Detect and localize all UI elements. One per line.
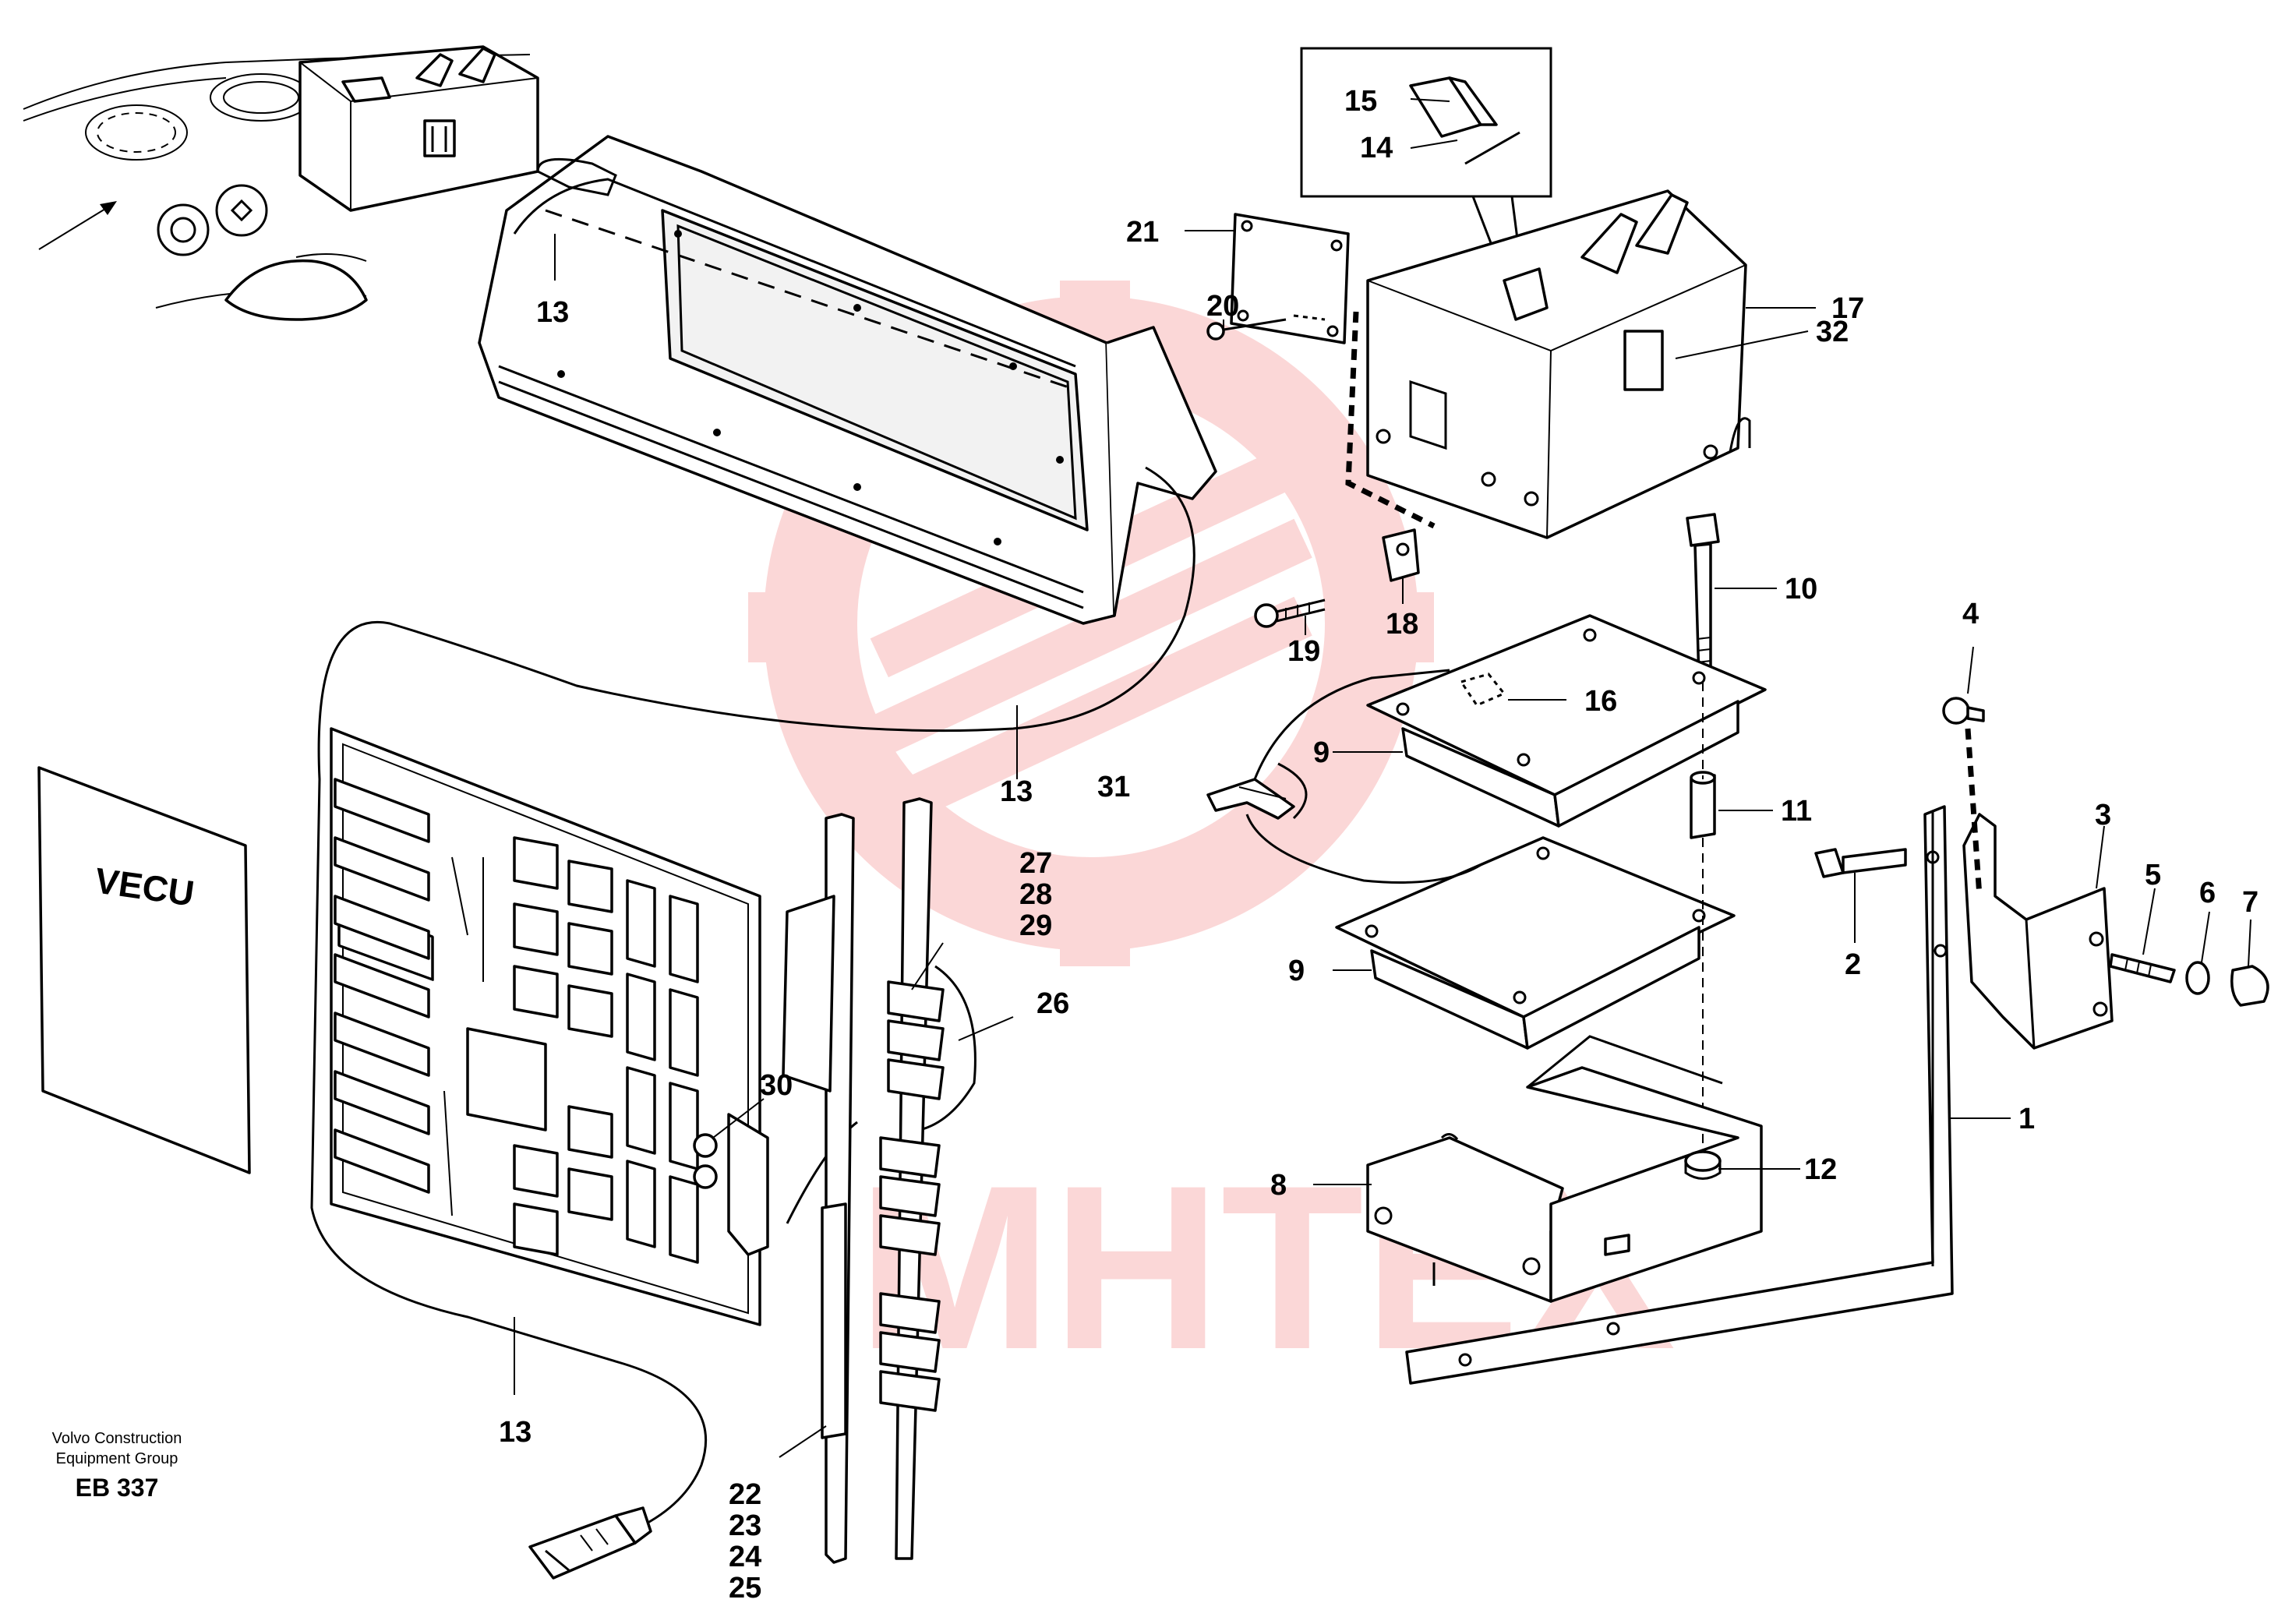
callout-18: 18 <box>1386 608 1418 641</box>
cover-plate <box>1230 213 1350 344</box>
callout-23: 23 <box>729 1509 761 1542</box>
alignment-line <box>1345 311 1436 529</box>
footer-group-line-2: Equipment Group <box>56 1450 178 1467</box>
callout-1: 1 <box>2018 1103 2035 1135</box>
callout-30: 30 <box>760 1069 793 1102</box>
callout-10: 10 <box>1785 573 1817 605</box>
callout-2: 2 <box>1845 948 1861 981</box>
callout-25: 25 <box>729 1572 761 1605</box>
hex-bolt <box>1814 848 1907 878</box>
callout-9: 9 <box>1313 736 1330 769</box>
switch-housing-detail-view <box>298 45 539 212</box>
callout-11: 11 <box>1781 795 1812 828</box>
board-fuses <box>626 879 699 1264</box>
callout-20: 20 <box>1206 290 1239 323</box>
diagram-footer: Volvo Construction Equipment Group EB 33… <box>52 1430 182 1502</box>
callout-27: 27 <box>1019 847 1052 880</box>
screw <box>1942 697 1985 725</box>
mounting-screw <box>1254 598 1326 628</box>
callout-12: 12 <box>1804 1153 1837 1186</box>
callout-21: 21 <box>1126 216 1159 249</box>
relay-bracket <box>693 1113 769 1256</box>
dashboard-panel <box>23 54 531 321</box>
mounting-box-bracket <box>1366 1035 1763 1303</box>
long-bolt <box>1686 513 1720 681</box>
callout-3: 3 <box>2095 799 2111 831</box>
leader-lines <box>514 98 2251 1458</box>
callout-13: 13 <box>1000 775 1033 808</box>
cable-tie <box>1206 669 1482 884</box>
callout-7: 7 <box>2242 886 2258 919</box>
callout-8: 8 <box>1270 1169 1287 1202</box>
callout-13: 13 <box>499 1416 532 1449</box>
footer-group-line-1: Volvo Construction <box>52 1430 182 1447</box>
spacer-sleeve <box>1690 771 1716 839</box>
switch-housing <box>1366 189 1751 539</box>
detail-inset-frame <box>1300 47 1552 258</box>
callout-26: 26 <box>1037 987 1069 1020</box>
mounting-plate-lower <box>1335 836 1736 1050</box>
harness-plug <box>528 1506 652 1580</box>
callout-13: 13 <box>536 296 569 329</box>
mounting-plate-upper <box>1366 614 1767 828</box>
callout-4: 4 <box>1962 598 1979 630</box>
callout-16: 16 <box>1584 685 1617 718</box>
callout-32: 32 <box>1816 316 1849 348</box>
callout-9: 9 <box>1288 955 1305 987</box>
vecu-card: VECU <box>37 766 251 1174</box>
angle-bracket <box>1962 728 2114 1050</box>
l-bracket <box>1405 805 1954 1385</box>
callout-29: 29 <box>1019 909 1052 942</box>
callout-31: 31 <box>1097 771 1130 803</box>
nut <box>1684 1150 1722 1180</box>
callout-22: 22 <box>729 1478 761 1511</box>
fuse-rail-strip <box>782 797 945 1564</box>
board-edge-connectors <box>334 778 430 1194</box>
callout-labels: 13 13 13 15 14 21 20 17 32 19 18 10 16 9… <box>499 85 2258 1605</box>
callout-5: 5 <box>2145 859 2161 891</box>
callout-6: 6 <box>2199 877 2216 909</box>
callout-24: 24 <box>729 1541 761 1573</box>
callout-19: 19 <box>1287 635 1320 668</box>
lock-washer <box>2185 961 2210 995</box>
threaded-stud <box>2109 953 2176 983</box>
cap-nut <box>2230 965 2269 1007</box>
board-relays <box>466 836 613 1256</box>
callout-28: 28 <box>1019 878 1052 911</box>
cable-clip <box>1382 528 1420 582</box>
vecu-circuit-board <box>330 727 761 1326</box>
callout-17: 17 <box>1831 292 1864 325</box>
diagram-code: EB 337 <box>76 1474 159 1502</box>
callout-14: 14 <box>1360 132 1393 164</box>
callout-15: 15 <box>1344 85 1377 118</box>
cab-side-panel <box>478 135 1217 625</box>
